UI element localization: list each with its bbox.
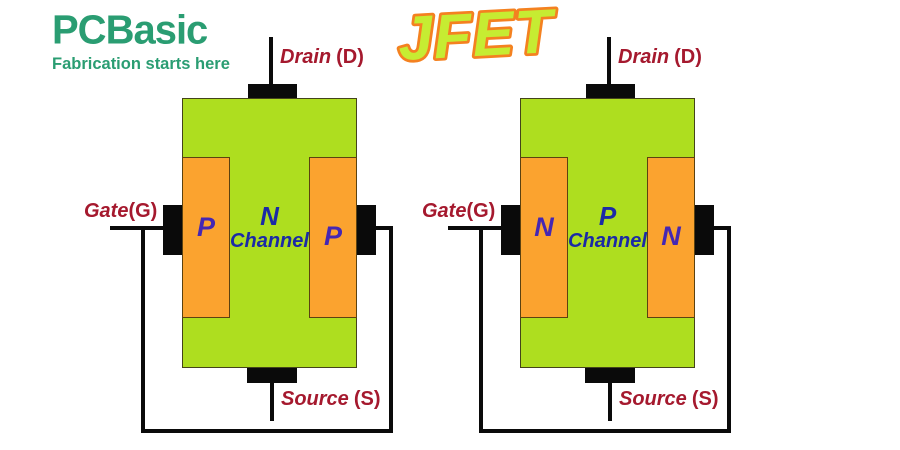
source-label-word: Source — [619, 388, 687, 410]
page-title-graphic: JFET — [394, 0, 563, 77]
gate-terminal-contact-right — [357, 205, 376, 255]
n-channel-jfet: Drain(D) P P N Channel Gate(G) Source(S) — [84, 37, 410, 442]
channel-word: Channel — [568, 230, 647, 252]
brand-tagline: Fabrication starts here — [52, 55, 230, 73]
channel-label: N Channel — [230, 203, 309, 253]
drain-label-pin: (D) — [336, 46, 364, 68]
gate-terminal-contact-right — [695, 205, 714, 255]
source-label-pin: (S) — [691, 388, 719, 410]
source-terminal-contact — [585, 368, 635, 383]
brand-logo: PCBasic Fabrication starts here — [52, 10, 230, 74]
channel-type: N — [260, 201, 279, 231]
gate-label-pin: (G) — [128, 200, 158, 222]
source-terminal-contact — [247, 368, 297, 383]
gate-wire-right — [713, 226, 731, 230]
brand-name: PCBasic — [52, 7, 208, 53]
gate-wire-left — [448, 226, 504, 230]
gate-wire-left — [110, 226, 166, 230]
channel-word: Channel — [230, 230, 309, 252]
gate-label: Gate(G) — [84, 200, 157, 223]
gate-label: Gate(G) — [422, 200, 495, 223]
source-label-word: Source — [281, 388, 349, 410]
drain-terminal-contact — [586, 84, 635, 99]
gate-region-right-label: P — [323, 221, 342, 251]
gate-label-word: Gate — [422, 200, 467, 222]
gate-region-left-label: N — [534, 212, 554, 242]
drain-terminal-contact — [248, 84, 297, 99]
drain-label-word: Drain — [280, 46, 332, 68]
drain-lead-wire — [607, 37, 611, 85]
gate-region-right-label: N — [661, 221, 681, 251]
gate-region-left — [520, 157, 568, 318]
drain-label-word: Drain — [618, 46, 670, 68]
gate-label-word: Gate — [84, 200, 129, 222]
gate-terminal-contact-left — [163, 205, 182, 255]
p-channel-jfet: Drain(D) N N P Channel Gate(G) Source(S) — [422, 37, 748, 442]
gate-wire-right — [375, 226, 393, 230]
gate-label-pin: (G) — [466, 200, 496, 222]
gate-connection-loop-wire — [479, 226, 731, 433]
source-lead-wire — [608, 383, 612, 421]
gate-region-left-label: P — [196, 212, 215, 242]
source-label-pin: (S) — [353, 388, 381, 410]
source-label: Source(S) — [619, 388, 718, 411]
source-lead-wire — [270, 383, 274, 421]
drain-label: Drain(D) — [618, 46, 702, 69]
channel-type: P — [598, 201, 617, 231]
gate-terminal-contact-left — [501, 205, 520, 255]
gate-region-right — [309, 157, 357, 318]
source-label: Source(S) — [281, 388, 380, 411]
gate-region-right — [647, 157, 695, 318]
channel-label: P Channel — [568, 203, 647, 253]
drain-lead-wire — [269, 37, 273, 85]
page-title: JFET — [396, 0, 559, 74]
drain-label: Drain(D) — [280, 46, 364, 69]
gate-connection-loop-wire — [141, 226, 393, 433]
gate-region-left — [182, 157, 230, 318]
drain-label-pin: (D) — [674, 46, 702, 68]
